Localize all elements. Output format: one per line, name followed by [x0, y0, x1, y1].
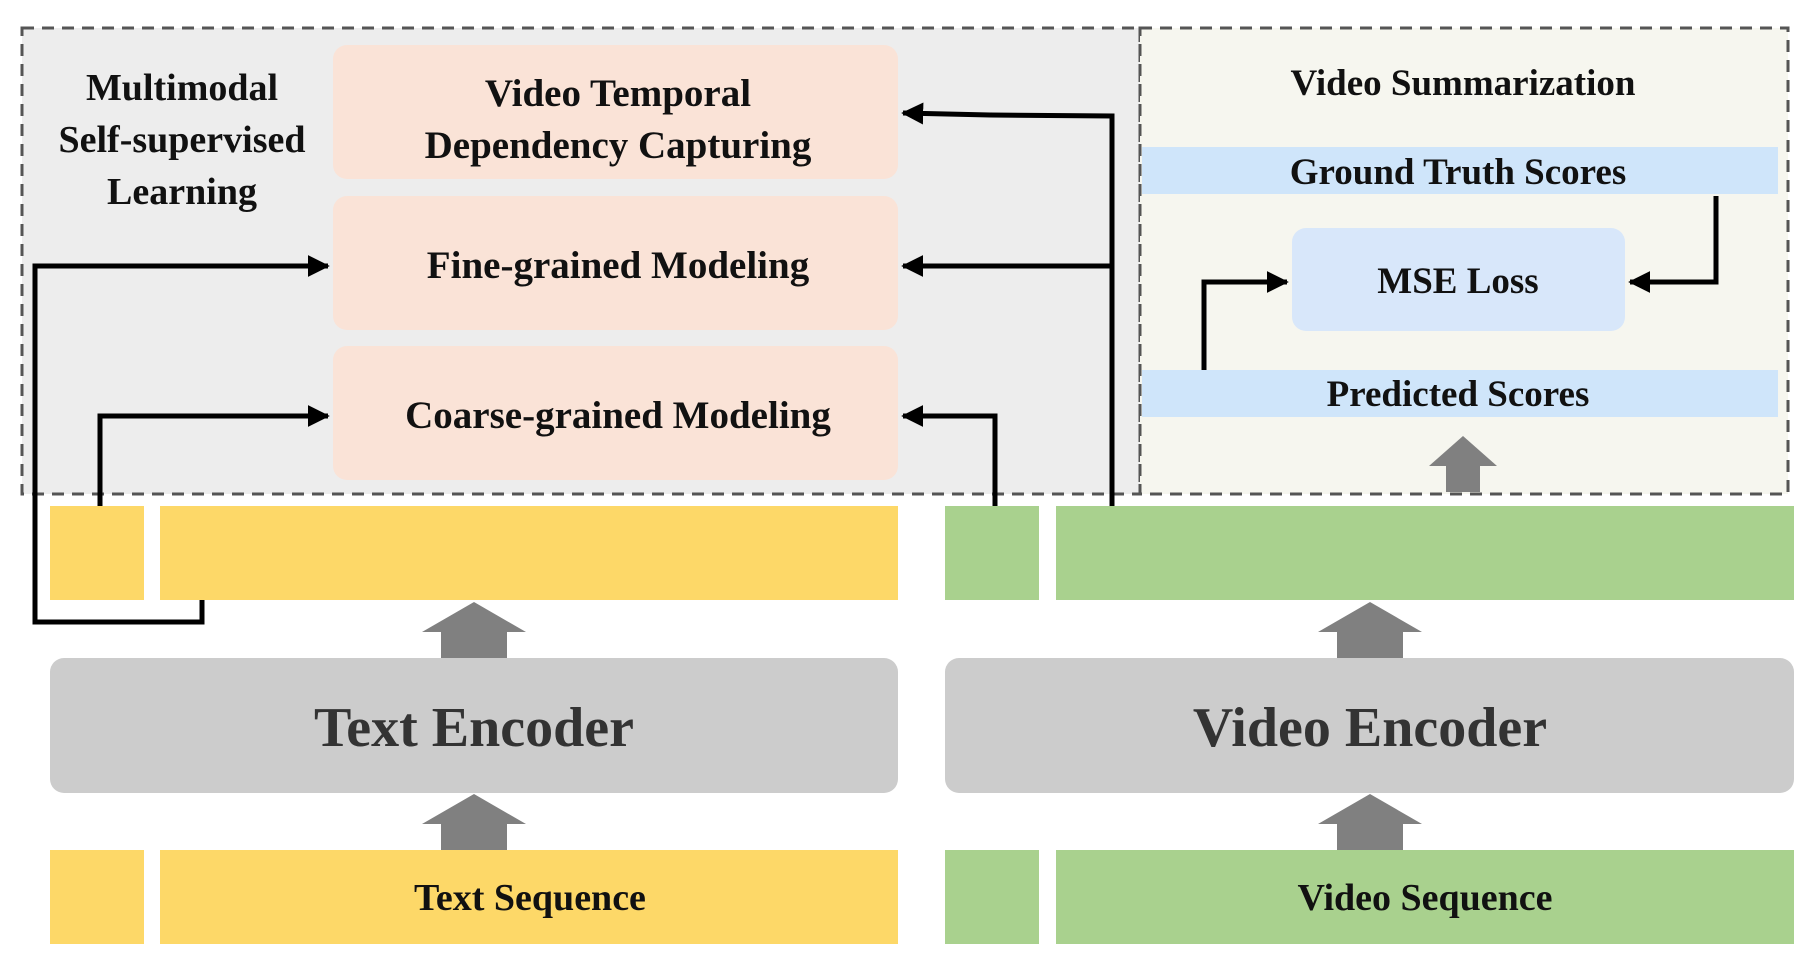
video-encoder-box [945, 658, 1794, 793]
text-sequence-box [160, 850, 898, 944]
ssl-title-line-2: Self-supervised [59, 119, 306, 161]
fine-module-label: Fine-grained Modeling [427, 244, 810, 287]
ssl-title-line-3: Learning [107, 171, 257, 213]
text-sequence-label: Text Sequence [414, 877, 646, 919]
video-sequence-box [1056, 850, 1794, 944]
video-encoder-label: Video Encoder [1193, 697, 1547, 759]
predicted-scores-label: Predicted Scores [1327, 374, 1590, 415]
predicted-scores-bar [1142, 370, 1778, 417]
video-sequence-label: Video Sequence [1297, 877, 1552, 919]
video-encoder-output-arrow [1318, 602, 1422, 658]
predicted-to-loss-arrow [1201, 271, 1289, 370]
video-token-features [1056, 506, 1794, 600]
text-sequence-input-arrow [422, 794, 526, 850]
text-token-features [160, 506, 898, 600]
coarse-module-label: Coarse-grained Modeling [405, 394, 831, 437]
text-encoder-output-arrow [422, 602, 526, 658]
ssl-title-line-1: Multimodal [86, 67, 278, 109]
temporal-module-box [333, 45, 898, 179]
mse-loss-box [1292, 228, 1625, 331]
ground-truth-bar [1142, 147, 1778, 194]
predicted-scores-arrow [1429, 436, 1497, 492]
text-encoder-box [50, 658, 898, 793]
summarization-title: Video Summarization [1291, 63, 1636, 104]
video-cls-token [945, 506, 1039, 600]
ssl-panel-title: Multimodal Self-supervised Learning [59, 67, 306, 213]
video-cls-to-coarse-arrow [901, 405, 998, 506]
coarse-module-box [333, 346, 898, 480]
text-cls-to-coarse-arrow [97, 405, 330, 506]
fine-module-box [333, 196, 898, 330]
temporal-module-line-1: Video Temporal [485, 72, 751, 115]
text-encoder-label: Text Encoder [314, 697, 634, 759]
temporal-module-line-2: Dependency Capturing [425, 124, 812, 167]
mse-loss-label: MSE Loss [1377, 261, 1538, 302]
text-seq-cls-token [50, 850, 144, 944]
ground-truth-to-loss-arrow [1628, 196, 1719, 293]
ground-truth-label: Ground Truth Scores [1290, 152, 1627, 193]
text-cls-token [50, 506, 144, 600]
video-seq-cls-token [945, 850, 1039, 944]
text-tokens-to-fine-arrow [32, 255, 330, 625]
video-tokens-to-temporal-arrow [901, 102, 1115, 266]
video-sequence-input-arrow [1318, 794, 1422, 850]
